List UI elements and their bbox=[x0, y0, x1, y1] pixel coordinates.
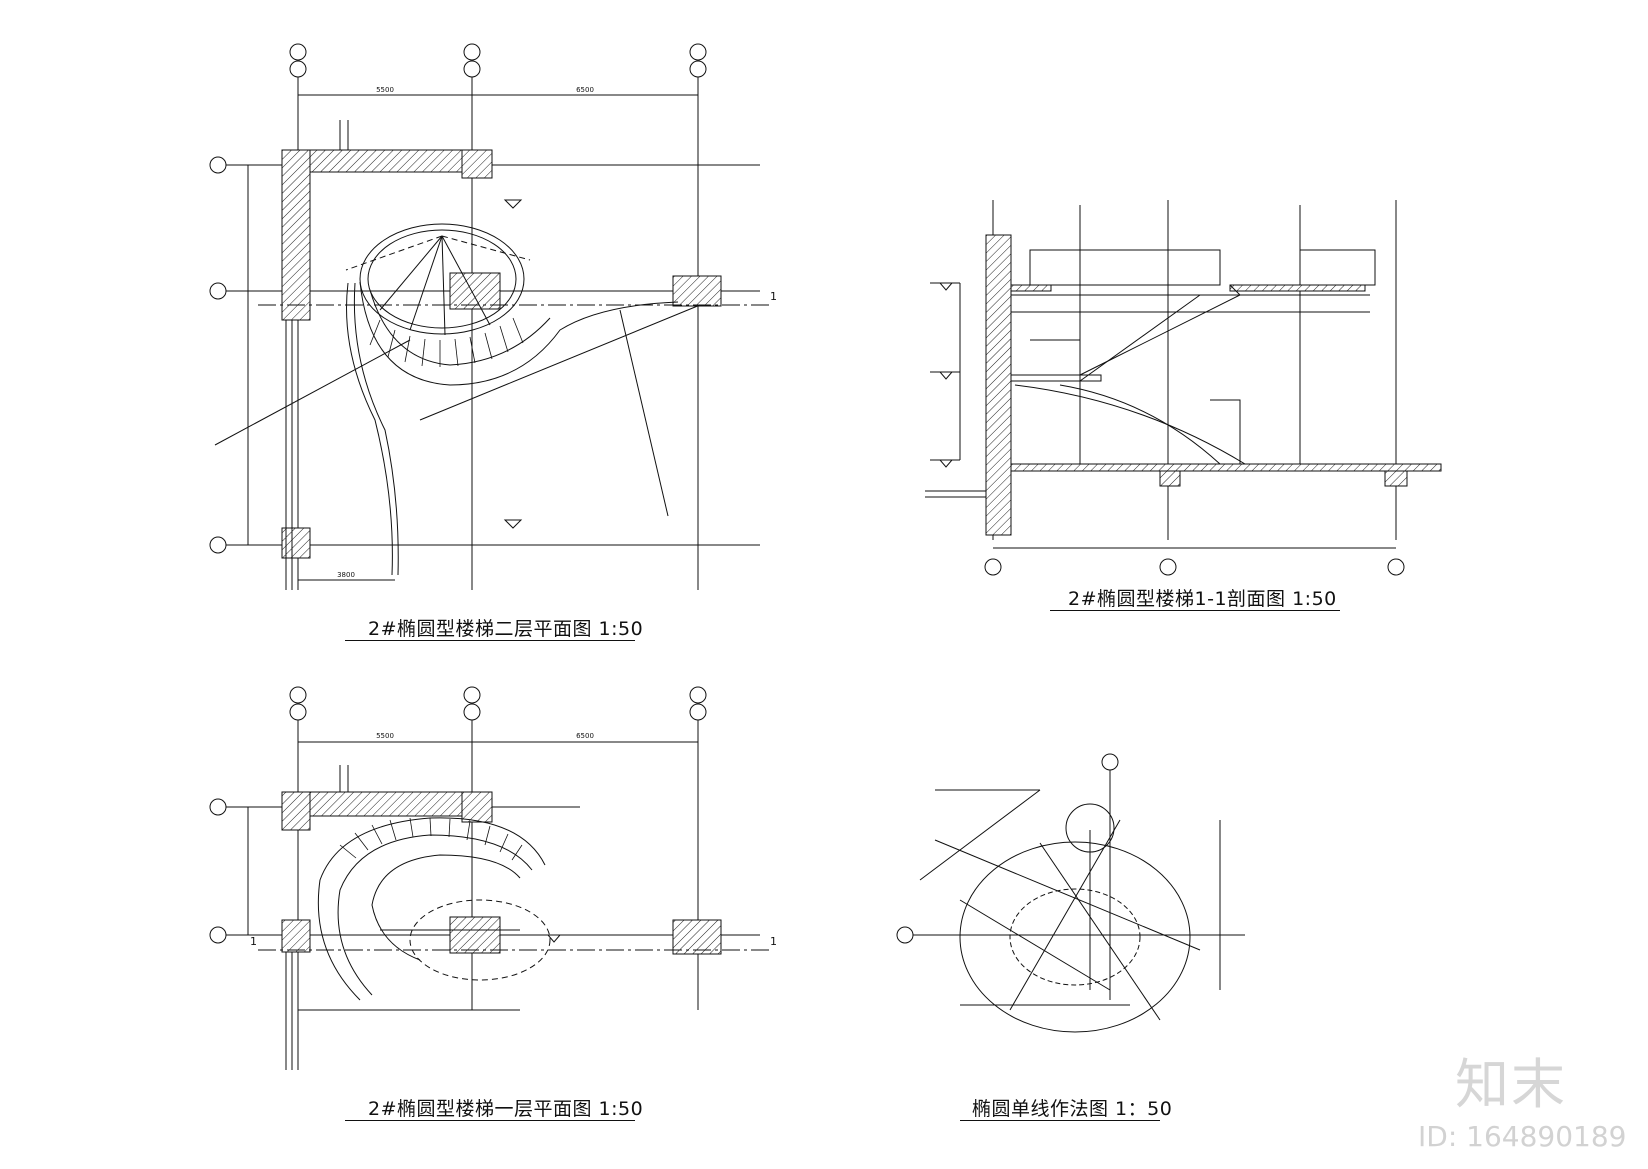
grid-axis-bubble bbox=[896, 926, 914, 944]
title-underline bbox=[960, 1120, 1160, 1121]
elevation-triangle-icon bbox=[938, 371, 954, 380]
elevation-triangle-icon bbox=[938, 282, 954, 291]
title-underline bbox=[345, 640, 635, 641]
plan-second-floor: 5500 6500 bbox=[209, 43, 777, 590]
elevation-triangle-icon bbox=[503, 519, 523, 529]
cut-mark-right: 1 bbox=[770, 935, 777, 948]
plan-first-floor: 5500 6500 1 1 bbox=[209, 686, 777, 1070]
watermark-id: ID: 164890189 bbox=[1418, 1120, 1627, 1153]
title-underline bbox=[1050, 610, 1340, 611]
title-first-floor-plan: 2#椭圆型楼梯一层平面图 1:50 bbox=[368, 1098, 644, 1120]
grid-axis-bubble bbox=[1387, 558, 1405, 576]
cut-mark-left: 1 bbox=[250, 935, 257, 948]
cut-mark-right: 1 bbox=[770, 290, 777, 303]
dim-span-left: 5500 bbox=[376, 732, 394, 740]
title-underline bbox=[345, 1120, 635, 1121]
section-1-1 bbox=[925, 200, 1442, 576]
dim-span-left: 5500 bbox=[376, 86, 394, 94]
ellipse-method bbox=[896, 753, 1245, 1033]
title-second-floor-plan: 2#椭圆型楼梯二层平面图 1:50 bbox=[368, 618, 644, 640]
elevation-triangle-icon bbox=[546, 934, 562, 943]
elevation-triangle-icon bbox=[503, 199, 523, 209]
title-section-1-1: 2#椭圆型楼梯1-1剖面图 1:50 bbox=[1068, 588, 1337, 610]
title-ellipse-method: 椭圆单线作法图 1：50 bbox=[972, 1098, 1173, 1120]
grid-axis-bubble bbox=[984, 558, 1002, 576]
watermark-logo: 知末 bbox=[1455, 1053, 1567, 1116]
elevation-triangle-icon bbox=[938, 459, 954, 468]
grid-axis-bubble bbox=[1101, 753, 1119, 771]
dim-bottom: 3800 bbox=[337, 571, 355, 579]
grid-axis-bubble bbox=[1159, 558, 1177, 576]
dim-span-right: 6500 bbox=[576, 86, 594, 94]
dim-span-right: 6500 bbox=[576, 732, 594, 740]
